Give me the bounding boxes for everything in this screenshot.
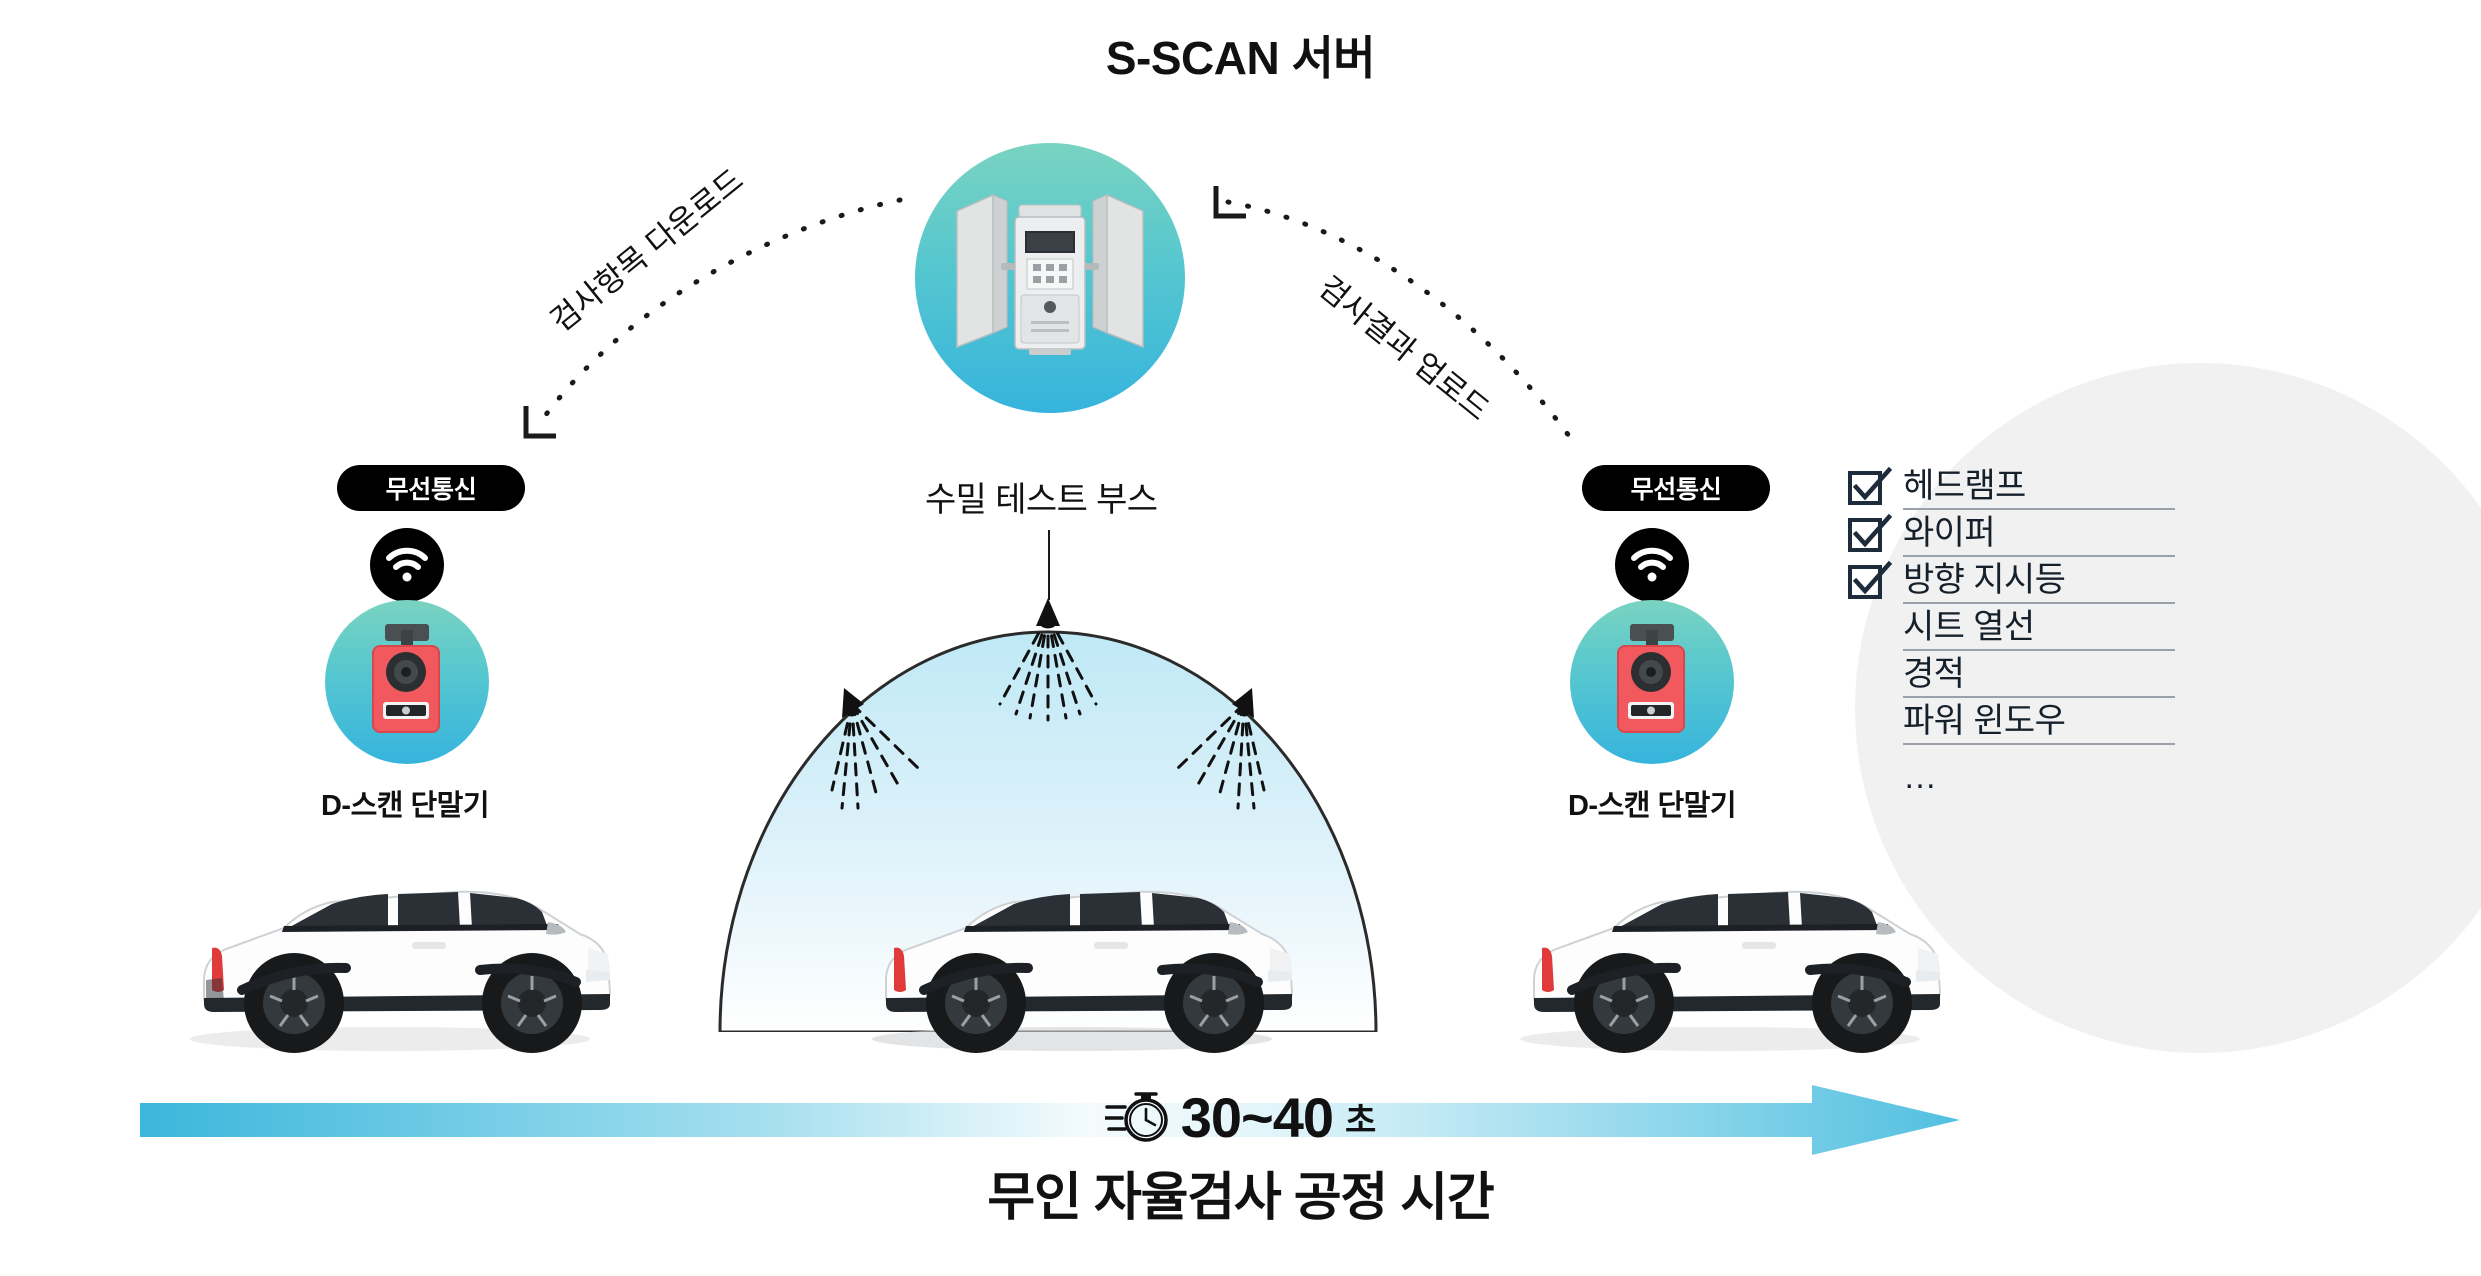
- checkbox-checked-icon: [1848, 561, 1893, 599]
- spray-nozzle-center: [998, 598, 1098, 722]
- checklist-row[interactable]: 파워 윈도우: [1845, 698, 2175, 745]
- checkbox-cell[interactable]: [1845, 557, 1903, 604]
- process-time-row: 30~40 초: [0, 1085, 2481, 1150]
- checklist-item-label: 와이퍼: [1903, 511, 2175, 557]
- right-wifi-icon: [1615, 528, 1689, 602]
- checklist-row[interactable]: 와이퍼: [1845, 510, 2175, 557]
- left-dscan-terminal: [325, 600, 489, 764]
- spray-nozzle-left: [830, 688, 920, 810]
- upload-arc: [1213, 186, 1575, 443]
- checkbox-cell[interactable]: [1845, 698, 1903, 745]
- booth-vehicle: [872, 890, 1294, 1053]
- checkbox-cell[interactable]: [1845, 510, 1903, 557]
- checklist-row[interactable]: 시트 열선: [1845, 604, 2175, 651]
- process-time-unit: 초: [1345, 1102, 1377, 1140]
- checkbox-cell-empty: [1845, 745, 1903, 792]
- left-vehicle: [190, 890, 612, 1053]
- right-wireless-badge: 무선통신: [1582, 465, 1770, 511]
- left-wireless-badge: 무선통신: [337, 465, 525, 511]
- spray-nozzle-right: [1176, 688, 1266, 810]
- checkbox-checked-icon: [1848, 514, 1893, 552]
- checklist-row[interactable]: 헤드램프: [1845, 463, 2175, 510]
- left-wifi-icon: [370, 528, 444, 602]
- right-vehicle: [1520, 890, 1942, 1053]
- booth-label: 수밀 테스트 부스: [925, 481, 1158, 519]
- download-arc: [523, 197, 903, 439]
- checklist-item-label: 시트 열선: [1903, 605, 2175, 651]
- checklist-row[interactable]: 방향 지시등: [1845, 557, 2175, 604]
- checklist-more-label: …: [1903, 758, 1937, 796]
- booth-leader-line: [1048, 530, 1050, 600]
- checklist-item-label: 파워 윈도우: [1903, 699, 2175, 745]
- checkbox-checked-icon: [1848, 467, 1893, 505]
- checklist-row-more: …: [1845, 745, 2175, 796]
- checklist-item-label: 방향 지시등: [1903, 558, 2175, 604]
- checklist-item-label: 경적: [1903, 652, 2175, 698]
- inspection-checklist: 헤드램프 와이퍼 방향 지시등 시트 열선: [1845, 463, 2175, 796]
- checkbox-cell[interactable]: [1845, 463, 1903, 510]
- checklist-item-label: 헤드램프: [1903, 464, 2175, 510]
- dscan-terminal-icon: [372, 624, 440, 733]
- page-title: S-SCAN 서버: [1105, 32, 1376, 84]
- right-terminal-label: D-스캔 단말기: [1567, 790, 1737, 822]
- process-time-value: 30~40: [1180, 1086, 1334, 1149]
- checklist-backdrop: [1855, 363, 2481, 1053]
- server-rack-icon: [956, 193, 1144, 355]
- stopwatch-icon: [1104, 1091, 1168, 1142]
- process-caption: 무인 자율검사 공정 시간: [987, 1169, 1494, 1227]
- server-node: [915, 143, 1185, 413]
- dscan-terminal-icon: [1617, 624, 1685, 733]
- checklist-row[interactable]: 경적: [1845, 651, 2175, 698]
- checkbox-cell[interactable]: [1845, 651, 1903, 698]
- left-terminal-label: D-스캔 단말기: [320, 790, 490, 822]
- process-flow-arrow: [140, 1085, 1960, 1155]
- checkbox-cell[interactable]: [1845, 604, 1903, 651]
- right-dscan-terminal: [1570, 600, 1734, 764]
